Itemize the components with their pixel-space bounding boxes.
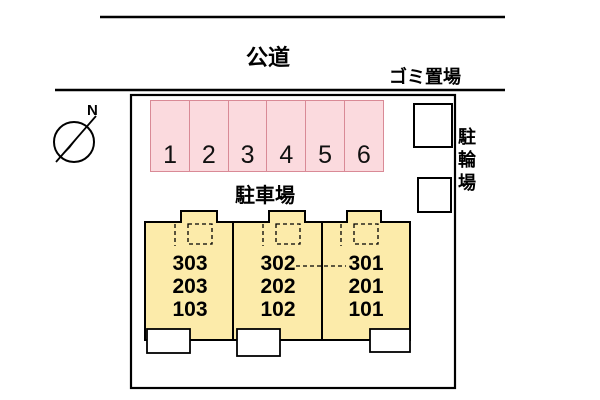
porch-box-2 [236, 328, 281, 357]
road-label: 公道 [245, 45, 290, 70]
parking-stall-2: 2 [188, 100, 229, 172]
room-number: 201 [348, 275, 384, 298]
parking-lot-label: 駐車場 [235, 185, 295, 207]
stall-number: 2 [201, 141, 216, 169]
building-unit-3: 301 201 101 [324, 252, 408, 321]
room-number: 103 [172, 298, 208, 321]
building-unit-1: 303 203 103 [147, 252, 233, 321]
stall-number: 6 [356, 141, 371, 169]
room-number: 101 [348, 298, 384, 321]
porch-box-1 [146, 328, 191, 354]
building-unit-2: 302 202 102 [235, 252, 321, 321]
parking-stalls: 1 2 3 4 5 6 [150, 100, 384, 172]
dashed-closet-2 [275, 223, 301, 245]
stall-number: 3 [240, 141, 255, 169]
parking-stall-6: 6 [343, 100, 384, 172]
dashed-closet-1 [187, 223, 213, 245]
plot-boundary [129, 93, 457, 390]
parking-stall-4: 4 [266, 100, 307, 172]
stall-number: 1 [163, 141, 178, 169]
garbage-box [413, 103, 453, 148]
porch-box-3 [369, 328, 411, 353]
parking-stall-5: 5 [305, 100, 346, 172]
bicycle-box [417, 177, 452, 213]
parking-stall-1: 1 [150, 100, 191, 172]
room-number: 102 [260, 298, 296, 321]
room-number: 303 [172, 252, 208, 275]
parking-stall-3: 3 [227, 100, 268, 172]
garbage-area-label: ゴミ置場 [389, 67, 461, 87]
compass-icon [53, 121, 95, 163]
compass-needle-fill [56, 122, 90, 162]
room-number: 302 [260, 252, 296, 275]
compass-north-label: N [87, 102, 98, 119]
building-outline [144, 210, 411, 341]
dashed-closet-3 [353, 223, 379, 245]
stall-number: 5 [318, 141, 333, 169]
room-number: 202 [260, 275, 296, 298]
room-number: 301 [348, 252, 384, 275]
stall-number: 4 [279, 141, 294, 169]
room-number: 203 [172, 275, 208, 298]
bicycle-area-label: 駐輪場 [456, 127, 476, 196]
